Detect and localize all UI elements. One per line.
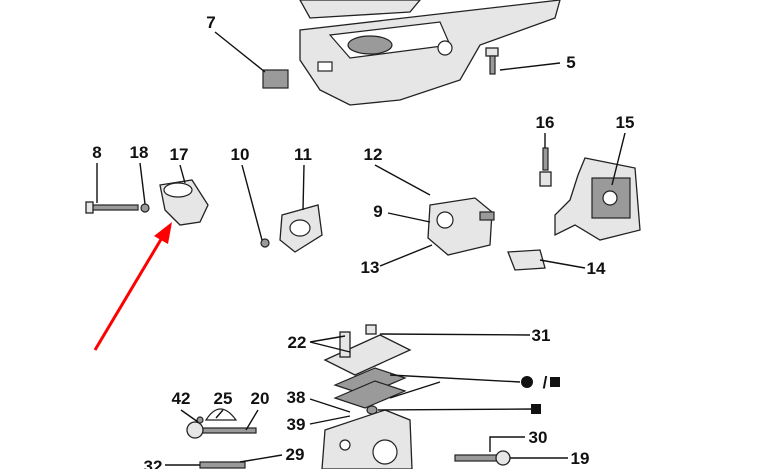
label-14: 14 bbox=[587, 259, 606, 278]
label-11: 11 bbox=[294, 145, 312, 164]
label-18: 18 bbox=[130, 143, 149, 162]
part-17-intake-elbow bbox=[159, 179, 209, 226]
label-31: 31 bbox=[532, 326, 551, 345]
label-12: 12 bbox=[364, 145, 383, 164]
part-8-bolt bbox=[85, 201, 150, 214]
part-20-shaft bbox=[186, 408, 257, 439]
label-30: 30 bbox=[529, 428, 548, 447]
part-13-carburetor bbox=[427, 197, 495, 256]
label-kit-slash: / bbox=[543, 373, 548, 392]
part-22-cover bbox=[323, 324, 412, 376]
label-9: 9 bbox=[373, 202, 382, 221]
part-housing bbox=[262, 0, 561, 106]
label-17: 17 bbox=[170, 145, 189, 164]
part-11-flange bbox=[260, 204, 323, 253]
label-13: 13 bbox=[361, 258, 380, 277]
leader-lines bbox=[96, 31, 626, 466]
label-19: 19 bbox=[571, 449, 590, 468]
label-38: 38 bbox=[287, 388, 306, 407]
label-16: 16 bbox=[536, 113, 555, 132]
part-5-screw bbox=[485, 47, 499, 75]
label-15: 15 bbox=[616, 113, 635, 132]
highlight-arrow bbox=[93, 222, 172, 351]
label-42: 42 bbox=[172, 389, 191, 408]
part-29-shaft bbox=[199, 461, 246, 469]
label-8: 8 bbox=[92, 143, 101, 162]
label-10: 10 bbox=[231, 145, 250, 164]
part-labels: 7 5 16 15 8 18 17 10 11 12 9 13 14 22 31… bbox=[92, 13, 634, 469]
label-7: 7 bbox=[206, 13, 215, 32]
kit-circle-marker-icon bbox=[521, 376, 533, 388]
part-carb-body bbox=[321, 409, 413, 469]
label-20: 20 bbox=[251, 389, 270, 408]
part-14-clip bbox=[507, 249, 546, 271]
part-30-screw bbox=[454, 450, 511, 466]
part-15-filter-bracket bbox=[554, 157, 641, 241]
label-22: 22 bbox=[288, 333, 307, 352]
label-32: 32 bbox=[144, 457, 163, 469]
label-39: 39 bbox=[287, 415, 306, 434]
kit-square-marker-icon bbox=[550, 377, 560, 387]
label-25: 25 bbox=[214, 389, 233, 408]
kit-square-marker-icon bbox=[531, 404, 541, 414]
label-29: 29 bbox=[286, 445, 305, 464]
label-5: 5 bbox=[566, 53, 575, 72]
part-16-screw bbox=[539, 147, 552, 187]
